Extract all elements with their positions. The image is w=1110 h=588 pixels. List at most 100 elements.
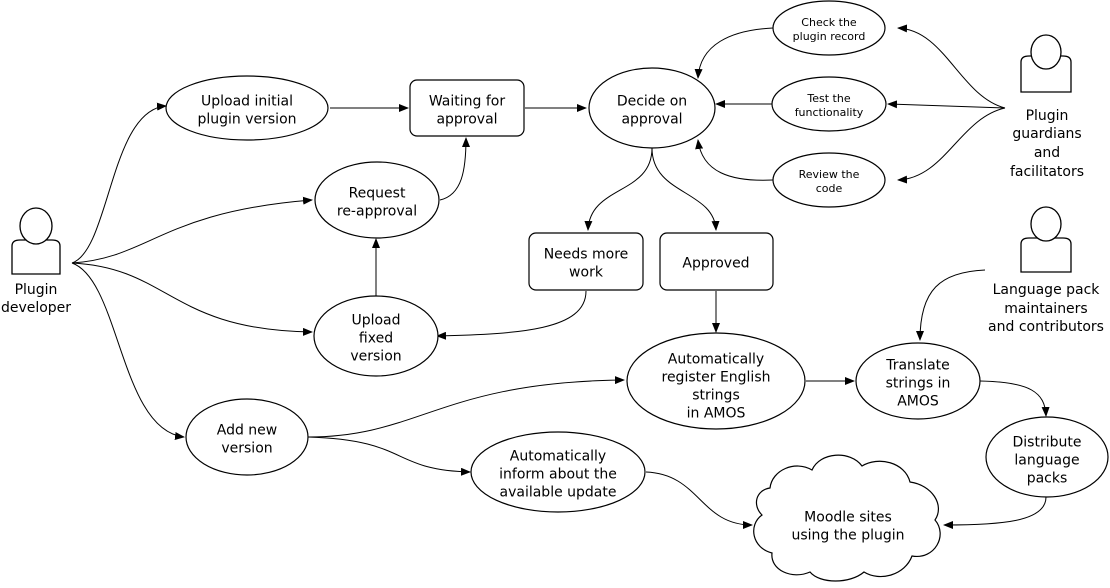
edge-decide-needs-work <box>584 147 653 231</box>
node-label-line: Request <box>349 185 406 201</box>
node-label-line: Automatically <box>510 448 606 464</box>
upload-initial-label: Upload initial plugin version <box>197 93 296 127</box>
edge-distribute-moodle <box>943 496 1047 529</box>
node-label-line: plugin record <box>793 30 866 43</box>
edge-dev-add-version <box>71 262 185 440</box>
node-request-reapproval: Request re-approval <box>314 161 440 239</box>
edge-dev-upload-fixed <box>71 262 313 336</box>
node-label-line: AMOS <box>897 393 939 409</box>
edge-needs-work-upload-fixed <box>436 290 587 340</box>
node-label-line: available update <box>500 484 617 500</box>
auto-inform-label: Automatically inform about the available u… <box>499 448 617 500</box>
node-label-line: Decide on <box>617 93 687 109</box>
edge-translators-translate <box>916 269 986 341</box>
node-label-line: approval <box>621 111 682 127</box>
node-label-line: fixed <box>359 330 393 346</box>
approved-label: Approved <box>682 255 749 271</box>
edge-dev-request-reapproval <box>71 196 313 264</box>
edge-add-version-register <box>307 376 625 438</box>
node-label-line: approval <box>436 111 497 127</box>
node-moodle-sites: Moodle sites using the plugin <box>753 454 941 582</box>
upload-fixed-label: Upload fixed version <box>350 312 401 364</box>
node-label-line: work <box>569 264 604 280</box>
moodle-sites-label: Moodle sites using the plugin <box>792 509 905 543</box>
node-label-line: Translate <box>885 357 950 373</box>
node-label-line: Test the <box>806 92 850 105</box>
distribute-label: Distribute language packs <box>1013 434 1082 486</box>
node-distribute: Distribute language packs <box>985 416 1109 498</box>
node-label-line: inform about the <box>499 466 617 482</box>
node-label-line: version <box>350 348 401 364</box>
edge-decide-approved <box>651 147 720 231</box>
node-label-line: version <box>221 440 272 456</box>
node-label-line: Needs more <box>544 246 629 262</box>
node-decide: Decide on approval <box>588 67 716 149</box>
node-label-line: Upload <box>351 312 400 328</box>
node-label-line: Upload initial <box>201 93 293 109</box>
node-waiting: Waiting for approval <box>409 79 525 137</box>
edges <box>71 24 1050 529</box>
node-needs-more-work: Needs more work <box>528 232 644 291</box>
edge-reapproval-waiting <box>439 137 470 201</box>
person-icon <box>11 207 61 275</box>
auto-register-label: Automatically register English strings in A… <box>662 351 771 421</box>
waiting-label: Waiting for approval <box>429 93 505 127</box>
node-label-line: functionality <box>795 106 864 119</box>
node-label-line: code <box>816 182 843 195</box>
edge-check-decide <box>694 27 774 79</box>
node-label-line: in AMOS <box>687 405 746 421</box>
edge-guardians-check <box>897 24 1006 109</box>
node-label-line: re-approval <box>337 203 417 219</box>
node-auto-register: Automatically register English strings in A… <box>626 332 806 430</box>
node-label-line: plugin version <box>197 111 296 127</box>
edge-inform-moodle <box>645 471 753 529</box>
edge-add-version-inform <box>307 436 471 476</box>
needs-more-work-label: Needs more work <box>544 246 629 280</box>
edge-guardians-test <box>887 100 1006 109</box>
node-label-line: language <box>1014 452 1079 468</box>
node-label-line: Automatically <box>668 351 764 367</box>
node-auto-inform: Automatically inform about the available u… <box>470 431 646 513</box>
person-icon <box>1020 34 1072 93</box>
node-label-line: strings <box>692 387 739 403</box>
edge-dev-upload-initial <box>71 102 167 264</box>
edge-review-decide <box>695 139 774 181</box>
node-label-line: Review the <box>799 168 860 181</box>
node-label-line: using the plugin <box>792 527 905 543</box>
person-icon <box>1020 206 1072 273</box>
translate-label: Translate strings in AMOS <box>885 357 950 409</box>
node-label-line: packs <box>1027 470 1068 486</box>
node-label-line: strings in <box>886 375 951 391</box>
node-label-line: Check the <box>801 16 857 29</box>
node-label-line: Waiting for <box>429 93 505 109</box>
node-label-line: Moodle sites <box>804 509 892 525</box>
request-reapproval-label: Request re-approval <box>337 185 417 219</box>
node-label-line: Add new <box>217 422 278 438</box>
node-label-line: Distribute <box>1013 434 1082 450</box>
node-translate: Translate strings in AMOS <box>855 342 981 420</box>
node-upload-fixed: Upload fixed version <box>313 295 439 377</box>
add-version-label: Add new version <box>217 422 278 456</box>
node-approved: Approved <box>659 232 774 291</box>
node-add-version: Add new version <box>185 398 309 476</box>
edge-guardians-review <box>897 107 1006 184</box>
node-label-line: Approved <box>682 255 749 271</box>
node-upload-initial: Upload initial plugin version <box>165 75 329 141</box>
decide-label: Decide on approval <box>617 93 687 127</box>
node-label-line: register English <box>662 369 771 385</box>
edge-translate-distribute <box>979 380 1050 417</box>
